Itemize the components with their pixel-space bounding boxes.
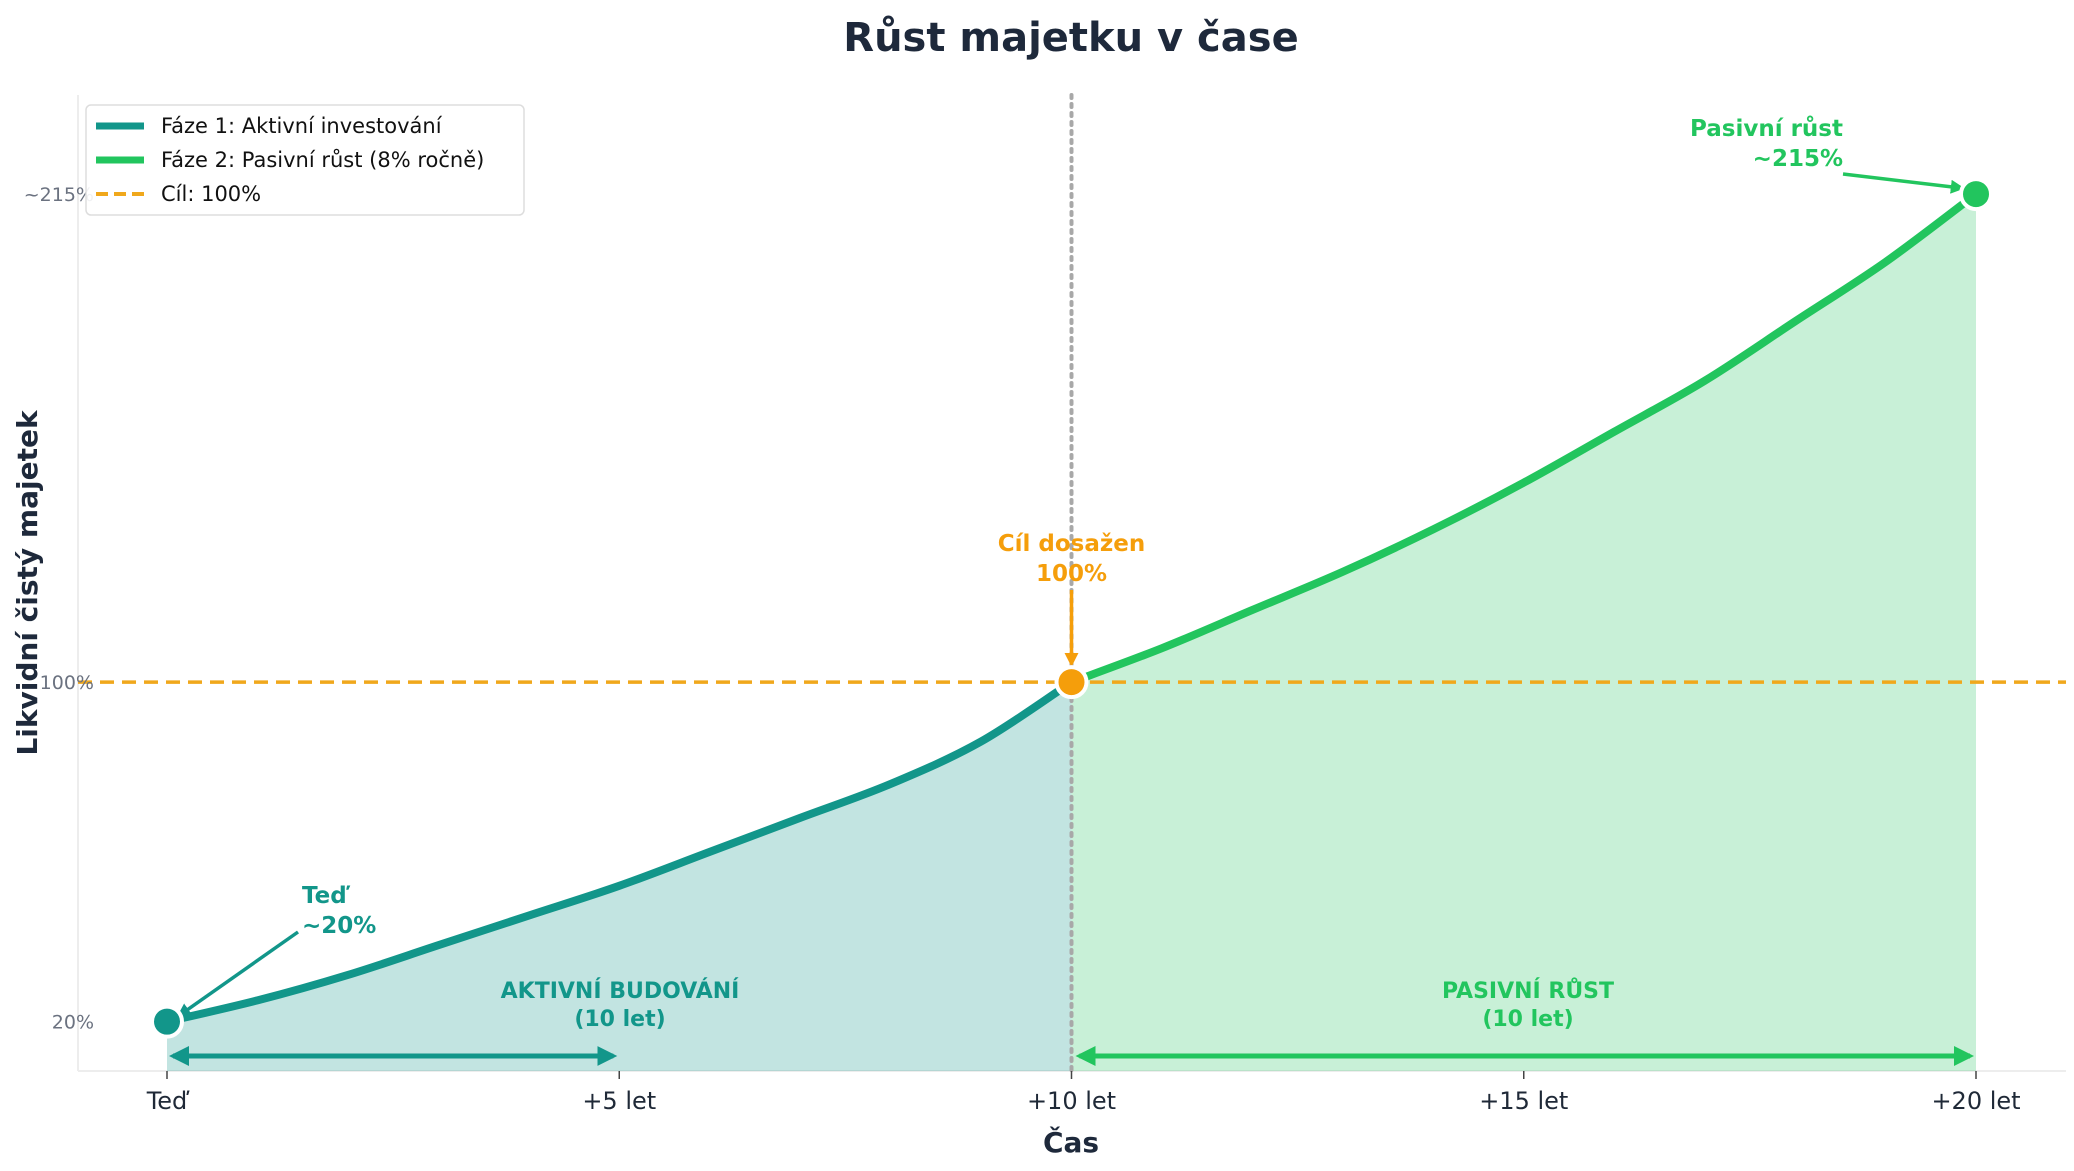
- phase1-label-line: (10 let): [574, 1007, 665, 1032]
- phase1-area: [167, 682, 1072, 1071]
- phase1-line: [163, 678, 1076, 1026]
- x-tick-label: +15 let: [1479, 1087, 1568, 1115]
- passive-annotation-label-line: ~215%: [1753, 146, 1843, 172]
- x-tick-label: Teď: [146, 1087, 190, 1115]
- x-tick-label: +20 let: [1931, 1087, 2020, 1115]
- now-point: [150, 1004, 184, 1039]
- x-axis-label: Čas: [1043, 1125, 1099, 1159]
- now-annotation-arrow: [176, 930, 300, 1018]
- y-tick-label: 100%: [40, 672, 94, 694]
- legend-item-phase2-label: Fáze 2: Pasivní růst (8% ročně): [161, 148, 484, 172]
- passive-point: [1959, 177, 1993, 212]
- phase1-label-line: AKTIVNÍ BUDOVÁNÍ: [501, 978, 740, 1004]
- y-tick-label: ~215%: [24, 184, 94, 206]
- legend-box: [85, 104, 525, 216]
- chart-title: Růst majetku v čase: [843, 14, 1298, 61]
- x-tick-label: +10 let: [1027, 1087, 1116, 1115]
- goal-annotation-label-line: 100%: [1036, 561, 1107, 587]
- goal-annotation-label: Cíl dosažen 100%: [998, 531, 1146, 587]
- phase2-area: [1071, 194, 1976, 1071]
- y-tick-label: 20%: [52, 1012, 94, 1034]
- phase2-line: [1067, 190, 1980, 687]
- phase2-label-line: PASIVNÍ RŮST: [1442, 978, 1614, 1004]
- now-annotation-label-line: ~20%: [302, 913, 376, 939]
- y-axis-label: Likvidní čistý majetek: [11, 409, 44, 756]
- legend-item-target-label: Cíl: 100%: [161, 182, 261, 206]
- passive-annotation-arrow: [1842, 172, 1965, 194]
- x-tick-label: +5 let: [582, 1087, 656, 1115]
- phase1-label: AKTIVNÍ BUDOVÁNÍ (10 let): [501, 978, 740, 1032]
- phase2-label-line: (10 let): [1482, 1007, 1573, 1032]
- legend-item-phase1-label: Fáze 1: Aktivní investování: [161, 114, 443, 138]
- passive-annotation-label-line: Pasivní růst: [1690, 115, 1843, 142]
- now-annotation-label: Teď ~20%: [302, 883, 376, 939]
- passive-annotation-label: Pasivní růst ~215%: [1690, 115, 1843, 172]
- now-annotation-label-line: Teď: [302, 883, 351, 909]
- goal-annotation-label-line: Cíl dosažen: [998, 531, 1146, 557]
- phase2-label: PASIVNÍ RŮST (10 let): [1442, 978, 1614, 1032]
- goal-point: [1054, 665, 1089, 700]
